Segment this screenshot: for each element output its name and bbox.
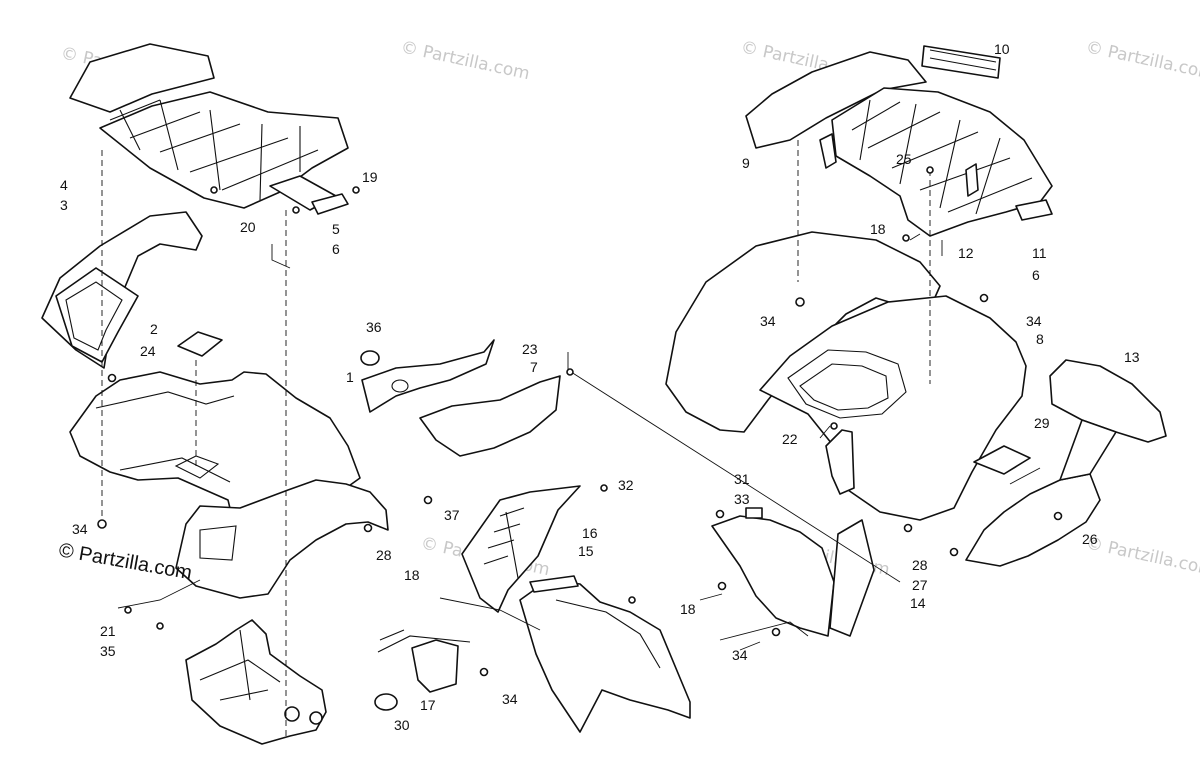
- footwell-14: [711, 507, 875, 637]
- callout-18: 18: [680, 601, 696, 617]
- callout-19: 19: [362, 169, 378, 185]
- callout-32: 32: [618, 477, 634, 493]
- callout-34: 34: [1026, 313, 1042, 329]
- callout-26: 26: [1082, 531, 1098, 547]
- callout-15: 15: [578, 543, 594, 559]
- callout-12: 12: [958, 245, 974, 261]
- callout-34: 34: [502, 691, 518, 707]
- callout-7: 7: [530, 359, 538, 375]
- callout-18: 18: [404, 567, 420, 583]
- footwell-15: [519, 575, 691, 733]
- callout-28: 28: [376, 547, 392, 563]
- panel-16: [461, 485, 581, 613]
- callout-27: 27: [912, 577, 928, 593]
- callout-33: 33: [734, 491, 750, 507]
- reflector-10: [921, 45, 1001, 79]
- callout-13: 13: [1124, 349, 1140, 365]
- clamp-30: [374, 693, 398, 711]
- callout-6: 6: [332, 241, 340, 257]
- callout-3: 3: [60, 197, 68, 213]
- side-panel-7: [361, 339, 561, 457]
- grommet-36: [360, 350, 380, 366]
- callout-34: 34: [760, 313, 776, 329]
- front-body: [69, 371, 389, 599]
- callout-24: 24: [140, 343, 156, 359]
- callout-20: 20: [240, 219, 256, 235]
- callout-29: 29: [1034, 415, 1050, 431]
- callout-25: 25: [896, 151, 912, 167]
- callout-14: 14: [910, 595, 926, 611]
- callout-17: 17: [420, 697, 436, 713]
- hardware-fasteners: [97, 166, 1063, 677]
- rear-body: [665, 231, 1031, 521]
- callout-34: 34: [72, 521, 88, 537]
- callout-23: 23: [522, 341, 538, 357]
- callout-labels: 1 2 3 4 5 6 7 8 9 10 11 6 12 13 14 15 16…: [60, 41, 1140, 733]
- partzilla-logo: © Partzilla.com: [57, 539, 194, 584]
- callout-1: 1: [346, 369, 354, 385]
- callout-30: 30: [394, 717, 410, 733]
- callout-8: 8: [1036, 331, 1044, 347]
- decal-2: [177, 331, 223, 357]
- callout-10: 10: [994, 41, 1010, 57]
- callout-22: 22: [782, 431, 798, 447]
- front-fender-upper: [41, 211, 203, 369]
- callout-9: 9: [742, 155, 750, 171]
- callout-21: 21: [100, 623, 116, 639]
- callout-16: 16: [582, 525, 598, 541]
- callout-31: 31: [734, 471, 750, 487]
- leader-lines: [101, 140, 1041, 740]
- front-rack: [69, 43, 349, 215]
- callout-4: 4: [60, 177, 68, 193]
- callout-18: 18: [870, 221, 886, 237]
- watermark-text: © Partzilla.com: [399, 37, 531, 84]
- callout-6: 6: [1032, 267, 1040, 283]
- callout-37: 37: [444, 507, 460, 523]
- callout-5: 5: [332, 221, 340, 237]
- bracket-17: [377, 629, 471, 693]
- callout-2: 2: [150, 321, 158, 337]
- callout-11: 11: [1032, 245, 1047, 261]
- callout-35: 35: [100, 643, 116, 659]
- callout-36: 36: [366, 319, 382, 335]
- watermark-text: © Partzilla.com: [1084, 533, 1200, 580]
- rear-fender-13: [965, 359, 1167, 567]
- front-frame: [185, 619, 327, 745]
- callout-28: 28: [912, 557, 928, 573]
- rear-rack: [745, 51, 1053, 237]
- callout-34: 34: [732, 647, 748, 663]
- watermark-text: © Partzilla.com: [1084, 37, 1200, 84]
